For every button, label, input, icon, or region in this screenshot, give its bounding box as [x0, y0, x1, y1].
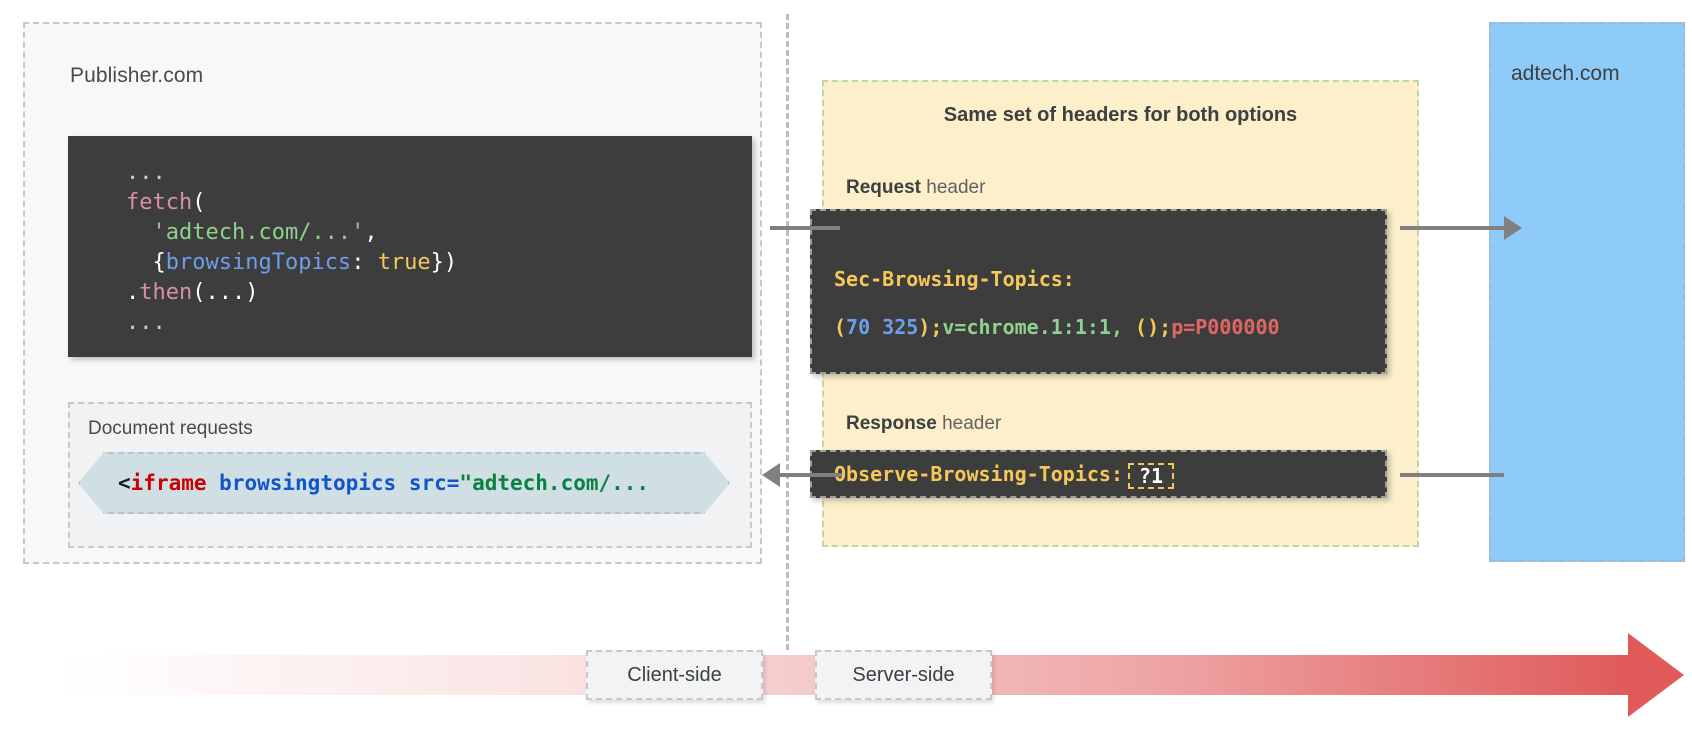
timeline-chip-client-side: Client-side: [586, 650, 763, 700]
code-token-then: then: [139, 280, 193, 305]
iframe-token-src-value: "adtech.com/...: [459, 471, 650, 495]
response-header-label: Response header: [846, 413, 1001, 435]
adtech-panel: adtech.com: [1489, 22, 1685, 562]
request-value-paren-close: ): [918, 315, 931, 339]
server-side-label: Server-side: [852, 663, 955, 686]
request-header-label-rest: header: [920, 177, 986, 198]
timeline-arrow-head-icon: [1628, 633, 1684, 717]
iframe-token-browsingtopics-attr: browsingtopics: [219, 471, 397, 495]
response-header-code-box: Observe-Browsing-Topics:?1: [810, 450, 1387, 498]
timeline-chip-server-side: Server-side: [815, 650, 992, 700]
request-header-label: Request header: [846, 177, 985, 199]
response-header-label-rest: header: [936, 413, 1002, 434]
request-outbound-arrow-head-icon: [1504, 216, 1522, 240]
code-token-true: true: [377, 250, 431, 275]
headers-panel: Same set of headers for both options Req…: [810, 80, 1419, 547]
response-header-label-strong: Response: [846, 413, 937, 434]
code-ellipsis-bottom: ...: [126, 310, 166, 335]
publisher-label: Publisher.com: [70, 64, 204, 87]
code-token-comma: ,: [364, 220, 378, 245]
client-side-label: Client-side: [627, 663, 722, 686]
document-requests-label: Document requests: [88, 418, 253, 439]
response-outbound-arrow-line: [1400, 473, 1504, 477]
request-header-label-strong: Request: [846, 177, 921, 198]
iframe-token-src-attr: src=: [408, 471, 460, 495]
request-header-key-line: Sec-Browsing-Topics:: [834, 255, 1385, 303]
request-outbound-arrow-line: [1400, 226, 1504, 230]
adtech-label: adtech.com: [1511, 62, 1620, 85]
iframe-snippet-chip: <iframe browsingtopics src="adtech.com/.…: [78, 452, 730, 514]
request-value-version: v=chrome.1:1:1,: [942, 315, 1124, 339]
response-header-value-highlight: ?1: [1127, 462, 1175, 489]
response-inbound-arrow-line: [780, 473, 842, 477]
javascript-code-block: ... fetch( 'adtech.com/...', {browsingTo…: [68, 136, 752, 357]
request-value-padding: p=P000000: [1171, 315, 1280, 339]
code-token-fetch: fetch: [126, 190, 193, 215]
code-token-brace-open: {: [152, 250, 166, 275]
code-token-dot: .: [126, 280, 140, 305]
request-value-semicolon-2: ;: [1159, 315, 1172, 339]
code-line-5: .then(...): [68, 278, 752, 308]
iframe-token-lt: <: [118, 471, 131, 495]
code-token-paren-open: (: [192, 190, 206, 215]
request-header-value-line: (70 325);v=chrome.1:1:1, ();p=P000000: [834, 303, 1385, 351]
code-token-url-string: 'adtech.com/...': [152, 220, 365, 245]
code-token-brace-close: }): [430, 250, 458, 275]
code-line-6: ...: [68, 308, 752, 338]
code-line-2: fetch(: [68, 188, 752, 218]
document-requests-panel: Document requests <iframe browsingtopics…: [68, 402, 752, 548]
iframe-token-tagname: iframe: [130, 471, 207, 495]
request-value-empty-parens: (): [1123, 315, 1160, 339]
request-value-semicolon-1: ;: [930, 315, 943, 339]
request-header-code-box: Sec-Browsing-Topics: (70 325);v=chrome.1…: [810, 209, 1387, 374]
code-token-colon: :: [351, 250, 378, 275]
request-inbound-arrow-line: [770, 226, 840, 230]
code-line-1: ...: [68, 158, 752, 188]
response-inbound-arrow-head-icon: [762, 463, 780, 487]
code-token-browsingtopics: browsingTopics: [165, 250, 352, 275]
request-header-key: Sec-Browsing-Topics:: [834, 267, 1075, 291]
code-ellipsis-top: ...: [126, 160, 166, 185]
code-line-3: 'adtech.com/...',: [68, 218, 752, 248]
client-server-divider-line: [786, 14, 789, 650]
response-header-key: Observe-Browsing-Topics:: [834, 462, 1123, 486]
request-value-topic-ids: 70 325: [846, 315, 919, 339]
code-line-4: {browsingTopics: true}): [68, 248, 752, 278]
publisher-panel: Publisher.com ... fetch( 'adtech.com/...…: [23, 22, 762, 564]
request-value-paren-open: (: [834, 315, 847, 339]
code-token-then-args: (...): [192, 280, 259, 305]
headers-panel-title: Same set of headers for both options: [943, 104, 1298, 126]
